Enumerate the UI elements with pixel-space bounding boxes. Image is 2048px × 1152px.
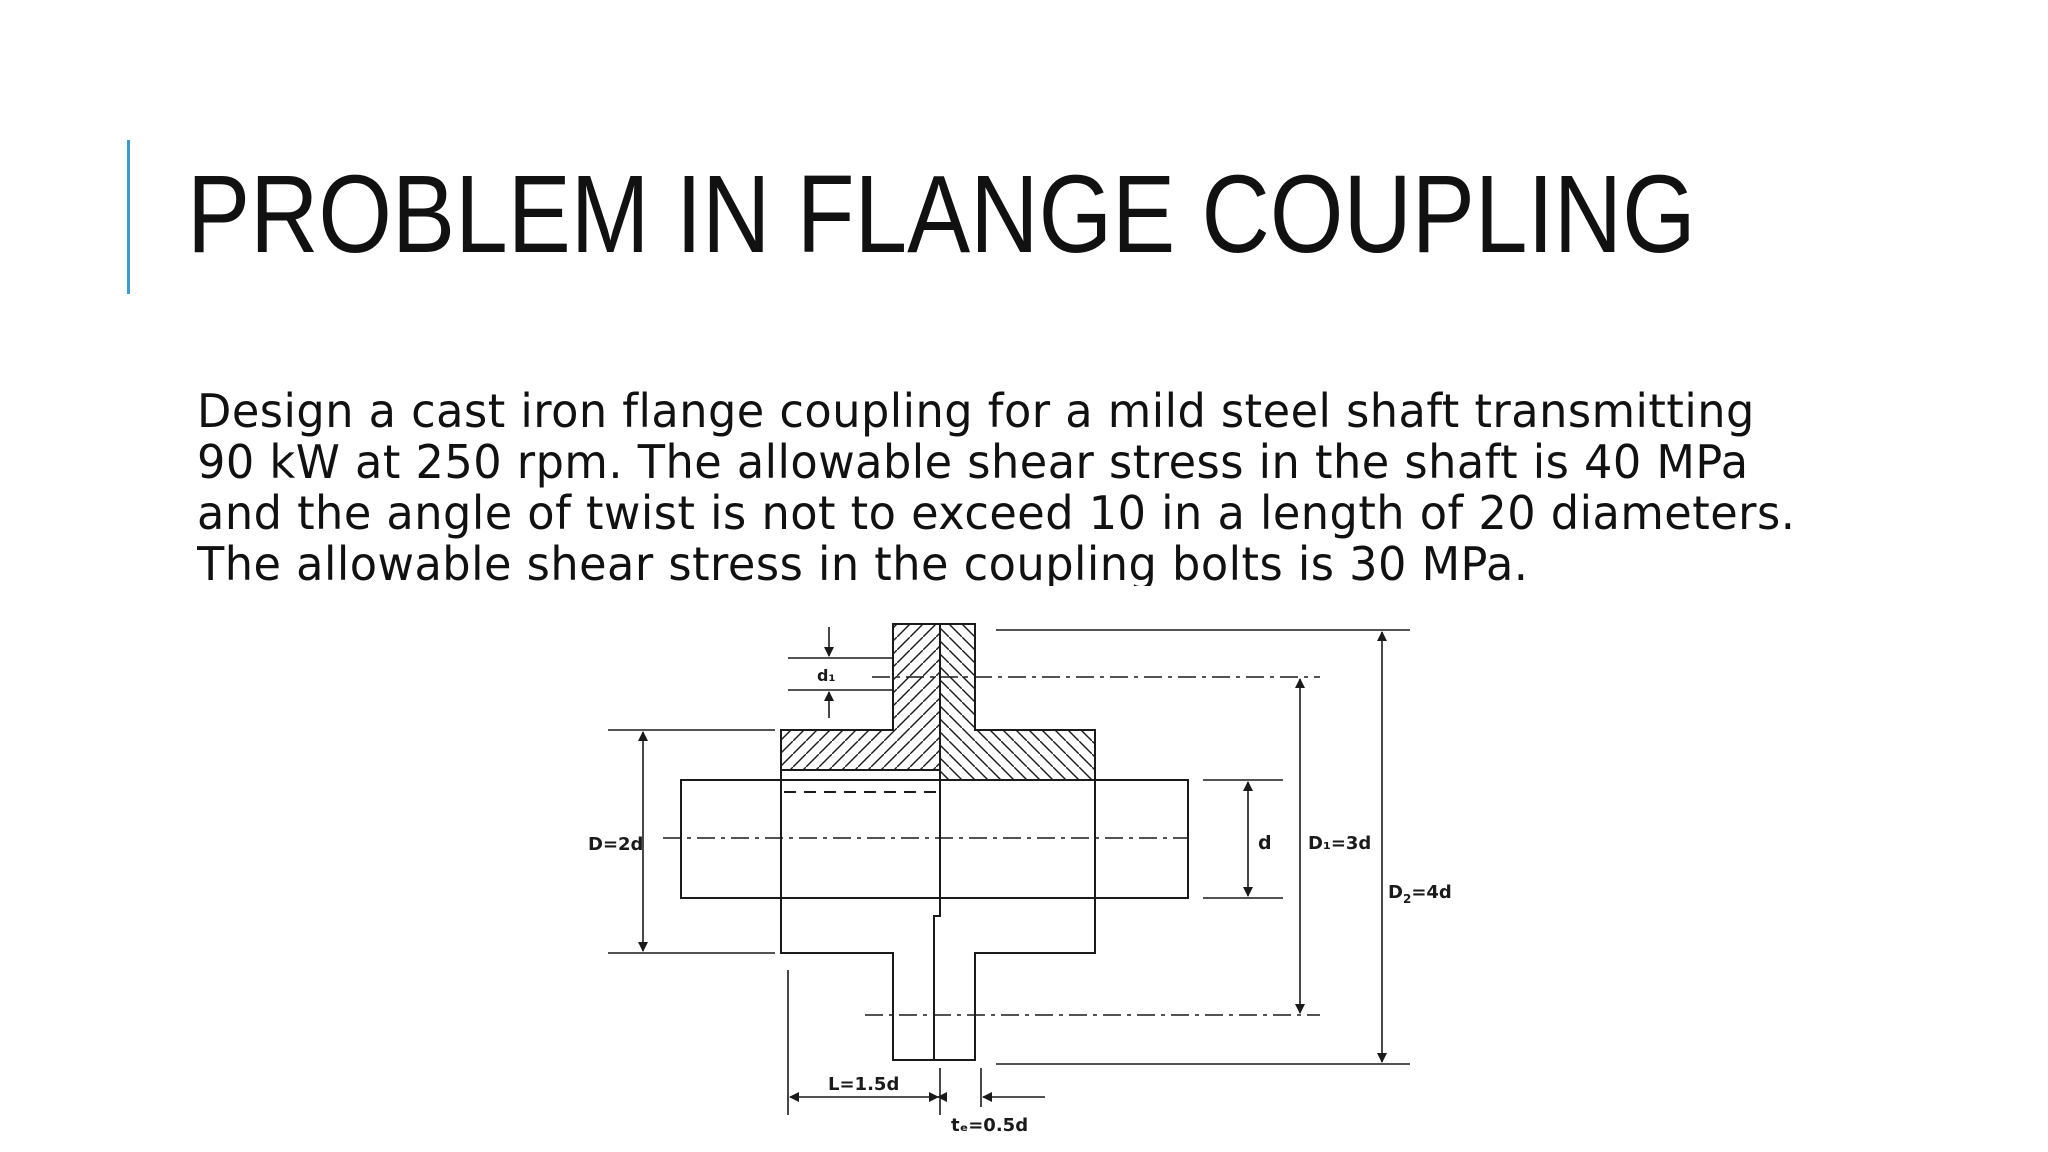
- hub-length-label: L=1.5d: [828, 1074, 899, 1095]
- d1-label: d₁: [817, 666, 835, 685]
- right-flange-hatch: [939, 623, 1096, 781]
- bolt-circle-label: D₁=3d: [1308, 833, 1371, 854]
- center-lines: [663, 676, 1320, 1016]
- flange-thickness-dimension: [937, 1068, 1045, 1107]
- d1-dimension: [788, 627, 893, 718]
- hub-diameter-dimension: [608, 729, 775, 954]
- shaft-diameter-dimension: [1203, 779, 1283, 899]
- flange-thickness-label: tₑ=0.5d: [951, 1115, 1028, 1136]
- coupling-right-half: [933, 623, 1096, 1061]
- slide-title: PROBLEM IN FLANGE COUPLING: [187, 153, 1696, 276]
- left-hub-band: [780, 769, 941, 781]
- left-flange-hatch: [780, 623, 941, 771]
- hub-length-dimension: [787, 970, 941, 1115]
- shaft-diameter-label: d: [1258, 832, 1272, 854]
- shaft: [680, 779, 1189, 899]
- problem-statement: Design a cast iron flange coupling for a…: [197, 386, 1796, 586]
- hub-diameter-label: D=2d: [588, 834, 643, 855]
- left-hub-outline: [780, 780, 941, 1061]
- title-accent-bar: [127, 140, 130, 294]
- outer-diameter-label: D2=4d: [1388, 882, 1452, 906]
- right-hub-outline: [934, 780, 1096, 1061]
- outer-diameter-dimension: [996, 629, 1410, 1065]
